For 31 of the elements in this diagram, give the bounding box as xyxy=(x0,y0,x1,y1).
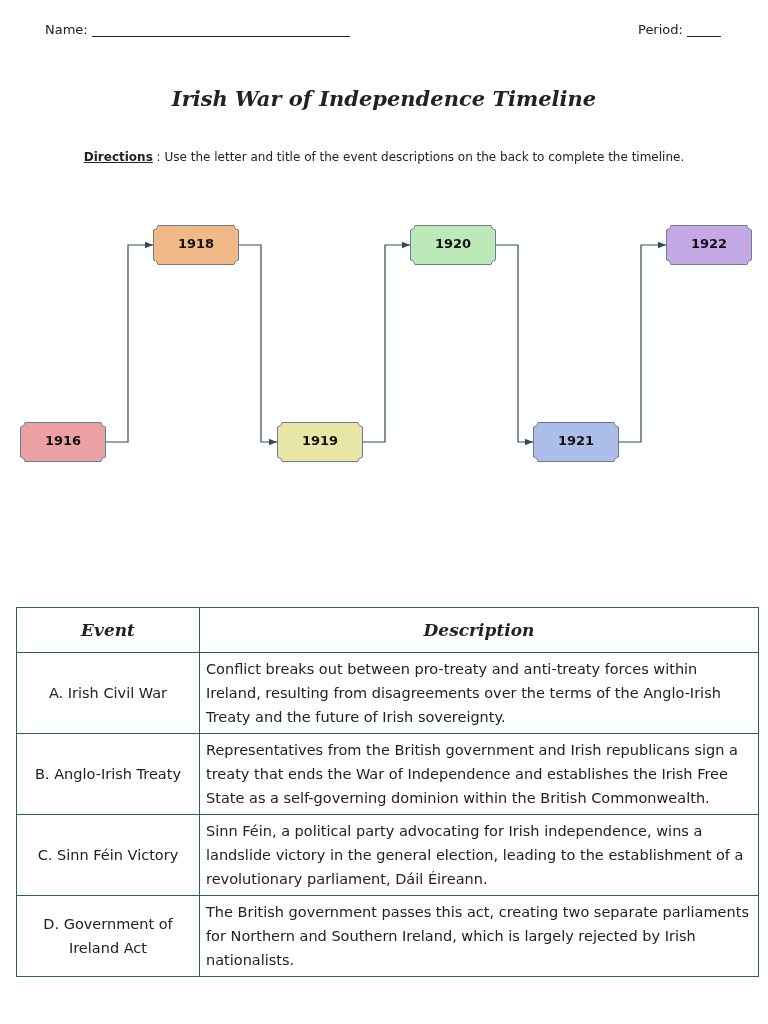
year-label: 1921 xyxy=(556,433,596,448)
field-label: Period: xyxy=(638,22,683,37)
column-header: Description xyxy=(199,607,759,653)
column-header: Event xyxy=(16,607,200,653)
table-cell: C. Sinn Féin Victory xyxy=(16,814,200,896)
year-box xyxy=(20,422,106,462)
field-label: Name: xyxy=(45,22,88,37)
table-cell: A. Irish Civil War xyxy=(16,652,200,734)
table-cell: Sinn Féin, a political party advocating for Irish independence, wins a landslide victory in the general election, leading to the establishment of a revolutionary parliament, Dáil Éireann. xyxy=(199,814,759,896)
table-cell: Conflict breaks out between pro-treaty and anti-treaty forces within Ireland, resulting from disagreements over the terms of the Anglo-Irish Treaty and the future of Irish sovereignty. xyxy=(199,652,759,734)
year-label: 1920 xyxy=(433,236,473,251)
year-label: 1916 xyxy=(43,433,83,448)
year-label: 1918 xyxy=(176,236,216,251)
table-cell: B. Anglo-Irish Treaty xyxy=(16,733,200,815)
year-box xyxy=(153,225,239,265)
connector-arrow xyxy=(362,241,411,443)
connector-arrow xyxy=(238,244,278,446)
connector-arrow xyxy=(618,241,667,443)
directions-text: Directions : Use the letter and title of the event descriptions on the back to complete the timeline. xyxy=(82,150,686,164)
year-label: 1919 xyxy=(300,433,340,448)
year-box xyxy=(277,422,363,462)
year-box xyxy=(533,422,619,462)
table-cell: The British government passes this act, creating two separate parliaments for Northern and Southern Ireland, which is largely rejected by Irish nationalists. xyxy=(199,895,759,977)
connector-arrow xyxy=(495,244,534,446)
year-box xyxy=(410,225,496,265)
connector-arrow xyxy=(105,241,154,443)
table-cell: D. Government of Ireland Act xyxy=(16,895,200,977)
table-cell: Representatives from the British government and Irish republicans sign a treaty that ends the War of Independence and establishes the Irish Free State as a self-governing dominion within the British Commonwealth. xyxy=(199,733,759,815)
title: Irish War of Independence Timeline xyxy=(170,86,598,111)
year-box xyxy=(666,225,752,265)
year-label: 1922 xyxy=(689,236,729,251)
